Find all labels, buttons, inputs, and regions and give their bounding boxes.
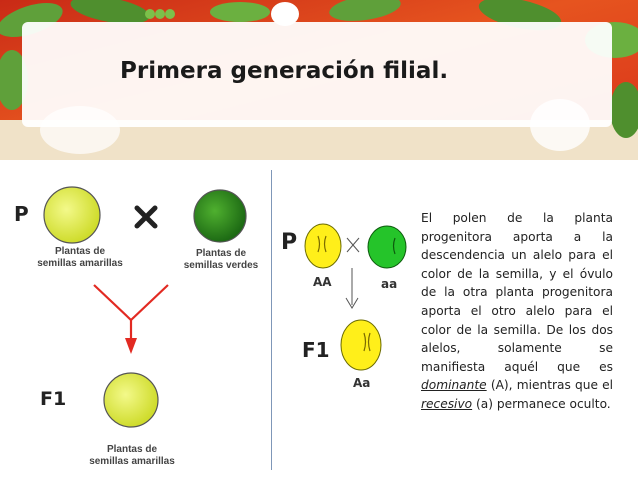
parent1-caption: Plantas de semillas amarillas xyxy=(20,246,140,270)
explanation-text: El polen de la planta progenitora aporta… xyxy=(421,211,613,374)
explanation-text: (A), mientras que el xyxy=(486,378,613,393)
title-box xyxy=(22,22,612,127)
header-banner: Primera generación filial. xyxy=(0,0,638,160)
green-seed-aa-icon xyxy=(367,225,407,269)
explanation-paragraph: El polen de la planta progenitora aporta… xyxy=(421,209,613,414)
p-label-right: P xyxy=(281,230,298,255)
green-seed-parent-icon xyxy=(193,189,247,243)
f1-label-left: F1 xyxy=(40,388,67,410)
genotype-f1: Aa xyxy=(353,376,371,390)
yellow-seed-f1-icon xyxy=(340,319,382,371)
child-caption: Plantas de semillas amarillas xyxy=(72,444,192,468)
genotype-aa-recessive: aa xyxy=(381,277,398,291)
cross-small-icon xyxy=(346,237,360,253)
parent2-caption: Plantas de semillas verdes xyxy=(168,248,274,272)
arrow-down-icon xyxy=(93,284,169,354)
caption-line: Plantas de xyxy=(106,444,158,455)
f1-label-right: F1 xyxy=(302,338,330,362)
caption-line: semillas verdes xyxy=(183,260,259,271)
p-label-left: P xyxy=(14,202,29,226)
vertical-divider xyxy=(271,170,272,470)
caption-line: Plantas de xyxy=(195,248,247,259)
recessive-term: recesivo xyxy=(421,396,473,411)
yellow-seed-child-icon xyxy=(103,372,159,428)
caption-line: Plantas de xyxy=(54,246,106,257)
caption-line: semillas amarillas xyxy=(89,456,175,467)
caption-line: semillas amarillas xyxy=(37,258,123,269)
genotype-aa-dominant: AA xyxy=(313,275,332,289)
page-title: Primera generación filial. xyxy=(120,58,449,84)
cross-icon xyxy=(134,205,158,229)
explanation-text: (a) permanece oculto. xyxy=(472,396,611,411)
dominant-term: dominante xyxy=(421,378,487,393)
yellow-seed-aa-icon xyxy=(304,223,342,269)
arrow-down-small-icon xyxy=(345,268,359,309)
yellow-seed-parent-icon xyxy=(43,186,101,244)
